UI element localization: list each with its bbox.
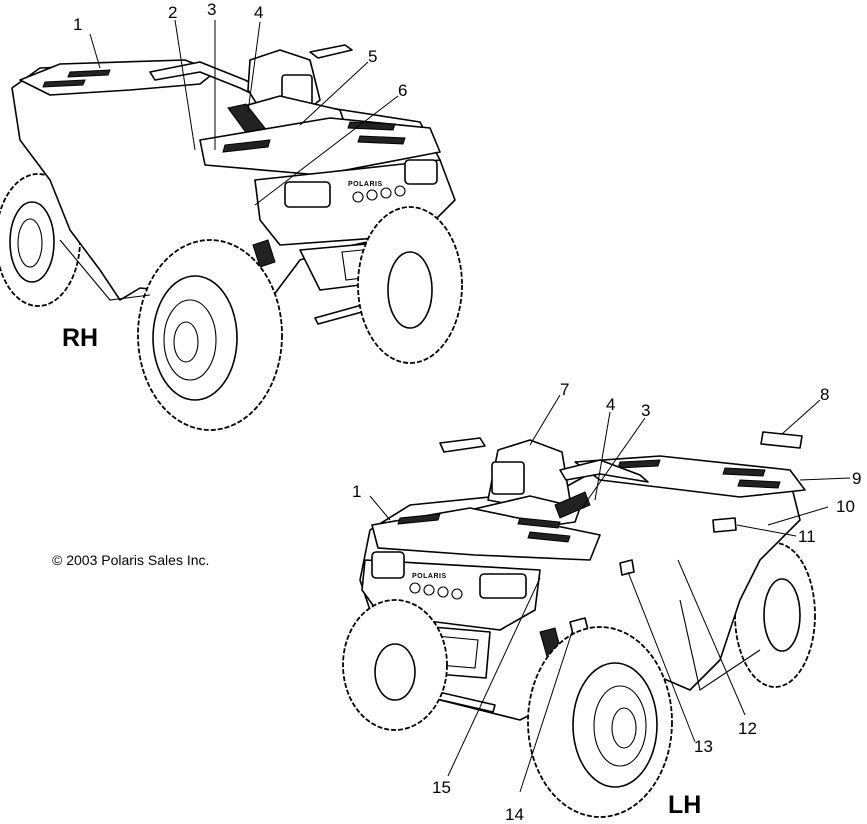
- lh-front-left-wheel: [342, 599, 448, 731]
- lh-decal-11: [712, 517, 737, 533]
- lh-callout-14: 14: [505, 805, 524, 824]
- lh-callout-15: 15: [432, 778, 451, 797]
- lh-far-wheel: [734, 542, 816, 688]
- rh-callout-3: 3: [207, 0, 216, 19]
- copyright-notice: © 2003 Polaris Sales Inc.: [52, 552, 209, 568]
- lh-callout-11: 11: [798, 527, 816, 546]
- lh-callout-13: 13: [694, 737, 713, 756]
- rh-brand-decal: POLARIS: [348, 181, 383, 188]
- rh-callout-2: 2: [168, 3, 177, 22]
- rh-callout-6: 6: [398, 81, 407, 100]
- atv-lh-view: POLARIS: [342, 431, 816, 818]
- atv-rh-view: POLARIS: [0, 44, 463, 431]
- lh-near-wheel: [527, 626, 673, 818]
- lh-callout-12: 12: [738, 719, 757, 738]
- lh-side-vent: [554, 491, 591, 519]
- lh-callout-3: 3: [641, 401, 650, 420]
- lh-decal-13: [619, 559, 635, 576]
- lh-callout-1: 1: [352, 482, 361, 501]
- lh-handlebar: [559, 459, 649, 483]
- rh-view-label: RH: [62, 324, 98, 352]
- rh-callout-1: 1: [73, 15, 82, 34]
- lh-callout-8: 8: [820, 385, 829, 404]
- rh-rear-rack: [199, 117, 441, 176]
- rh-rear-right-wheel: [357, 206, 463, 364]
- lh-callouts: 7 4 3 8 9 1 10 11 12 13 15 14: [352, 380, 861, 824]
- lh-callout-9: 9: [852, 469, 861, 488]
- lh-decal-8: [760, 431, 803, 449]
- rh-front-wheel: [137, 239, 283, 431]
- rh-callouts: 1 2 3 4 5 6: [73, 0, 407, 206]
- lh-callout-4: 4: [606, 395, 615, 414]
- lh-callout-7: 7: [560, 380, 569, 399]
- rh-callout-4: 4: [254, 3, 263, 22]
- lh-brand-decal: POLARIS: [412, 573, 447, 580]
- lh-callout-10: 10: [836, 497, 855, 516]
- lh-view-label: LH: [668, 791, 701, 819]
- rh-callout-5: 5: [368, 47, 377, 66]
